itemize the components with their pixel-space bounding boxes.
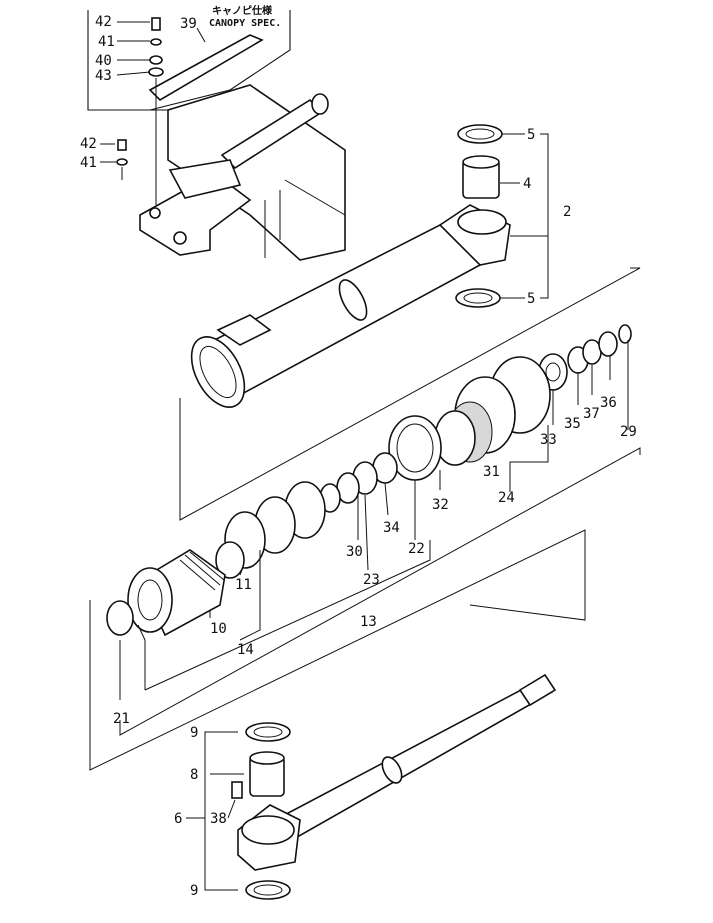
bolt-part-42 <box>151 17 161 31</box>
tube-bracket <box>216 314 272 346</box>
callout-23: 23 <box>363 572 380 588</box>
callout-29: 29 <box>620 424 637 440</box>
callout-13: 13 <box>360 614 377 630</box>
callout-11: 11 <box>235 577 252 593</box>
callout-14: 14 <box>237 642 254 658</box>
piston-rod-part-6 <box>231 673 557 900</box>
callout-34: 34 <box>383 520 400 536</box>
callout-39: 39 <box>180 16 197 32</box>
cylinder-tube-part-2 <box>190 124 511 408</box>
strap-part-39 <box>148 34 264 102</box>
callout-labels: 42 41 39 40 43 42 41 5 4 2 5 33 35 37 36… <box>80 14 637 899</box>
seal-part-9-lower <box>245 880 291 900</box>
seal-kit-row <box>106 324 632 637</box>
bolt-part-42-lower <box>117 139 127 151</box>
mount-bracket <box>116 84 346 261</box>
canopy-spec-note-en: CANOPY SPEC. <box>209 18 281 29</box>
callout-31: 31 <box>483 464 500 480</box>
seal-part-5-lower <box>455 288 501 308</box>
callout-42: 42 <box>95 14 112 30</box>
washer-part-41 <box>150 38 162 46</box>
canopy-spec-note-jp: キャノピ仕様 <box>212 4 273 17</box>
ring-part-36 <box>598 331 618 357</box>
callout-32: 32 <box>432 497 449 513</box>
callout-38: 38 <box>210 811 227 827</box>
callout-42-lower: 42 <box>80 136 97 152</box>
callout-22: 22 <box>408 541 425 557</box>
washer-part-41-lower <box>116 158 128 166</box>
seal-part-9-upper <box>245 722 291 742</box>
grease-fitting-part-38 <box>231 781 243 799</box>
callout-4: 4 <box>523 176 531 192</box>
callout-10: 10 <box>210 621 227 637</box>
callout-9-upper: 9 <box>190 725 198 741</box>
callout-6: 6 <box>174 811 182 827</box>
snap-ring-part-21 <box>106 600 134 636</box>
callout-8: 8 <box>190 767 198 783</box>
callout-35: 35 <box>564 416 581 432</box>
bushing-part-11 <box>215 541 245 579</box>
callout-40: 40 <box>95 53 112 69</box>
callout-43: 43 <box>95 68 112 84</box>
washer-part-43 <box>148 67 164 77</box>
ring-part-29 <box>618 324 632 344</box>
callout-33: 33 <box>540 432 557 448</box>
seal-part-5-upper <box>457 124 503 144</box>
rod-thread <box>518 673 557 707</box>
callout-36: 36 <box>600 395 617 411</box>
callout-9-lower: 9 <box>190 883 198 899</box>
callout-21: 21 <box>113 711 130 727</box>
washer-part-40 <box>149 55 163 65</box>
callout-5-lower: 5 <box>527 291 535 307</box>
callout-41: 41 <box>98 34 115 50</box>
callout-5-upper: 5 <box>527 127 535 143</box>
callout-24: 24 <box>498 490 515 506</box>
callout-2: 2 <box>563 204 571 220</box>
callout-41-lower: 41 <box>80 155 97 171</box>
callout-30: 30 <box>346 544 363 560</box>
callout-37: 37 <box>583 406 600 422</box>
tube-eye <box>457 209 507 235</box>
